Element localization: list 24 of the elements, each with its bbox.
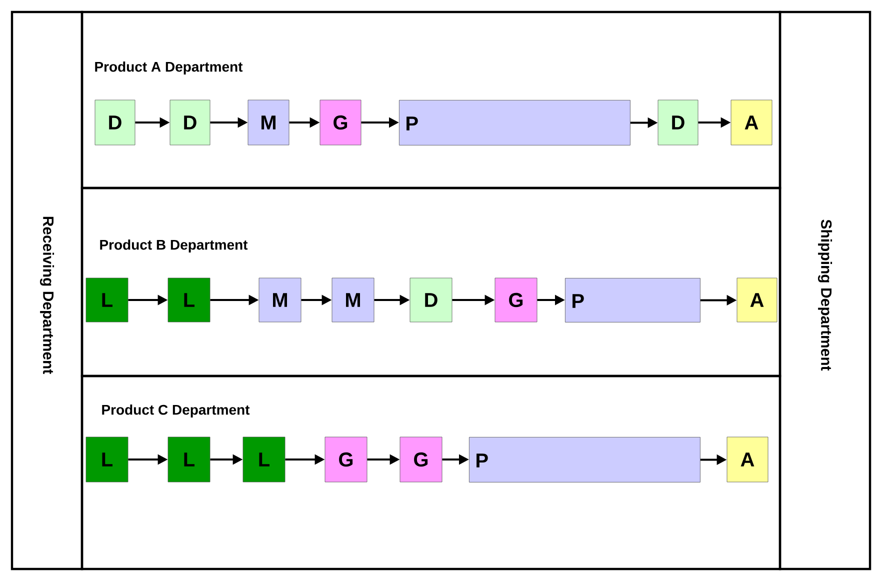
step-box: L [86,436,128,482]
step-box: L [168,278,210,322]
step-box: M [332,278,374,322]
step-box: A [730,100,772,146]
process-bar: P [565,278,700,322]
step-box: D [410,278,452,322]
step-box: D [658,100,698,146]
step-box: G [400,436,442,482]
step-box: D [170,100,210,146]
step-box: G [320,100,362,146]
process-bar: P [399,100,630,146]
step-box: M [258,278,302,322]
step-box: L [242,436,286,482]
step-box: M [248,100,290,146]
step-box: L [168,436,210,482]
step-box: D [94,100,136,146]
step-box: G [494,278,538,322]
department-band: Shipping Department [778,10,872,570]
step-box: A [736,278,778,322]
step-box: G [324,436,368,482]
department-band: Receiving Department [10,10,84,570]
step-box: L [86,278,128,322]
process-bar: P [469,437,700,482]
step-box: A [726,436,768,482]
